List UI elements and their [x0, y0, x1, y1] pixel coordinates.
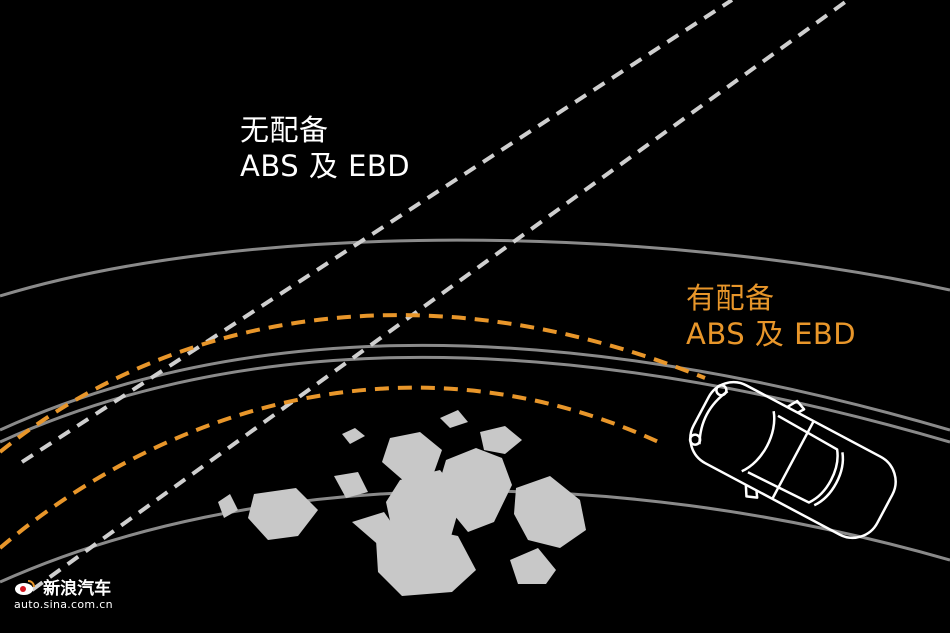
path-with-abs-1	[0, 313, 706, 454]
rock	[248, 488, 318, 540]
rocks	[218, 410, 586, 596]
car	[688, 380, 897, 540]
rock	[334, 472, 368, 498]
rock	[382, 432, 442, 482]
car-mirror-left	[786, 399, 806, 414]
paths-without-abs	[20, 0, 850, 592]
car-headlight	[688, 433, 702, 446]
road-line-center-2	[0, 355, 950, 444]
rock	[480, 426, 522, 454]
sina-eye-icon	[15, 579, 35, 595]
rock	[510, 548, 556, 584]
car-door-line	[771, 420, 815, 500]
label-with-line1: 有配备	[686, 281, 775, 315]
car-windshield	[741, 410, 776, 473]
path-with-abs-2	[0, 385, 666, 550]
car-roof	[747, 414, 839, 504]
label-without-abs: 无配备 ABS 及 EBD	[240, 112, 410, 184]
rock	[218, 494, 238, 518]
car-headlight	[715, 383, 728, 397]
rock	[440, 410, 468, 428]
car-rear-window	[813, 452, 845, 507]
road-line-center-1	[0, 343, 950, 432]
label-with-abs: 有配备 ABS 及 EBD	[686, 280, 856, 352]
path-without-abs-2	[30, 0, 850, 592]
rock	[514, 476, 586, 548]
paths-with-abs	[0, 313, 706, 550]
road-line-outer	[0, 238, 950, 298]
path-without-abs-1	[20, 0, 734, 464]
watermark-brand: 新浪汽车	[43, 579, 112, 599]
rock	[376, 526, 476, 596]
label-without-line2: ABS 及 EBD	[240, 149, 411, 183]
label-with-line2: ABS 及 EBD	[686, 317, 857, 351]
car-mirror-right	[744, 484, 759, 499]
watermark-site: auto.sina.com.cn	[14, 598, 113, 611]
label-without-line1: 无配备	[240, 113, 329, 147]
rock	[342, 428, 365, 444]
watermark: 新浪汽车 auto.sina.com.cn	[14, 574, 113, 611]
